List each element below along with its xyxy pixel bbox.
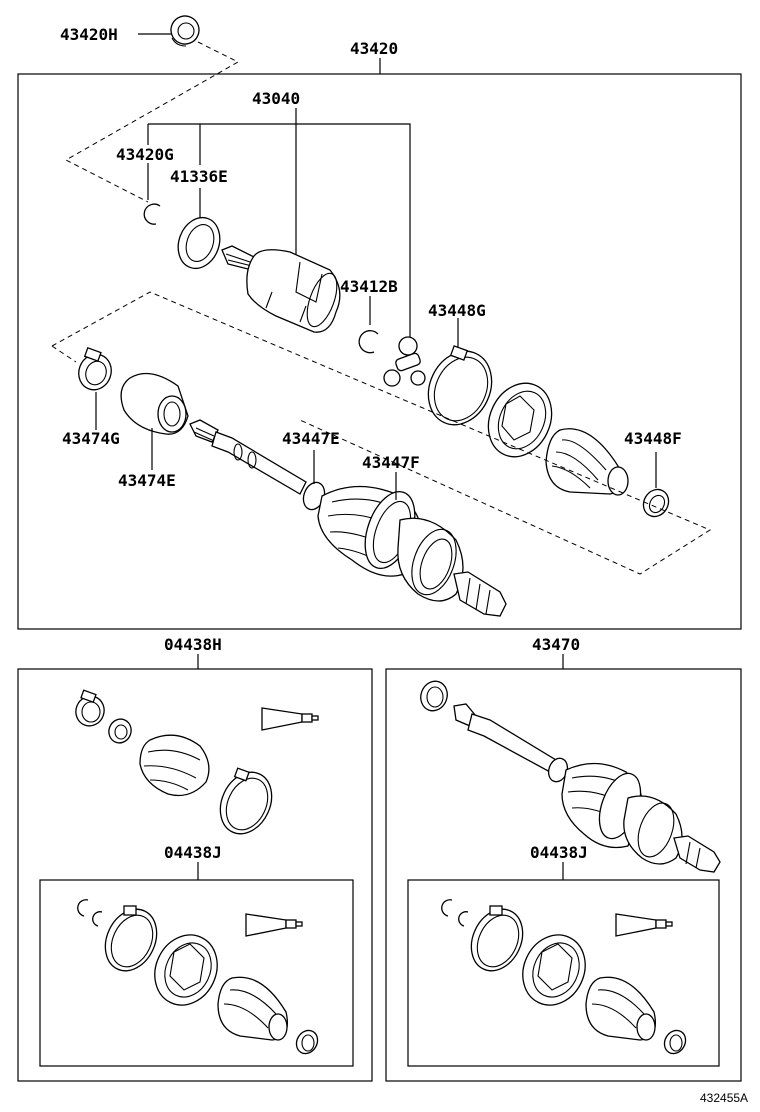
snap-ring-43412b[interactable] — [358, 330, 379, 354]
kit-h-clamp-large[interactable] — [72, 689, 109, 730]
assy-43470-shaft[interactable] — [417, 677, 721, 873]
reference-code: 432455A — [700, 1091, 748, 1105]
label-43474g: 43474G — [62, 429, 120, 448]
label-41336e: 41336E — [170, 167, 228, 186]
clamp-43448f[interactable] — [639, 485, 674, 521]
inner-cv-ring[interactable] — [477, 373, 563, 467]
kit-h-clamp-band[interactable] — [211, 764, 282, 842]
kit-jr-clamp-small[interactable] — [660, 1027, 689, 1058]
label-43448f: 43448F — [624, 429, 682, 448]
kit-jr-snap-rings[interactable] — [441, 899, 469, 927]
label-04438h: 04438H — [164, 635, 222, 654]
kit-h-boot[interactable] — [139, 734, 210, 797]
kit-jr-boot[interactable] — [585, 976, 657, 1041]
label-43420h: 43420H — [60, 25, 118, 44]
label-43412b: 43412B — [340, 277, 398, 296]
label-43448g: 43448G — [428, 301, 486, 320]
label-43040: 43040 — [252, 89, 300, 108]
boot-43474e[interactable] — [120, 372, 189, 435]
kit-jr-boot-ring[interactable] — [512, 925, 597, 1016]
label-43474e: 43474E — [118, 471, 176, 490]
label-43447e: 43447E — [282, 429, 340, 448]
kit-jl-boot[interactable] — [217, 976, 289, 1041]
boot-43448f[interactable] — [545, 428, 629, 496]
clamp-43448g[interactable] — [417, 341, 503, 435]
kit-04438j-left-box — [39, 879, 354, 1067]
leader-43040-bracket — [148, 123, 411, 340]
dashed-group-outer — [64, 41, 240, 203]
snap-ring-43420g[interactable] — [143, 203, 161, 225]
label-43447f: 43447F — [362, 453, 420, 472]
kit-jl-grease-tube[interactable] — [245, 913, 303, 937]
seal-ring-41336e[interactable] — [171, 212, 226, 275]
kit-jr-grease-tube[interactable] — [615, 913, 673, 937]
dashed-group-inner-tail — [51, 345, 77, 363]
oil-seal-43420h[interactable] — [167, 12, 203, 48]
dashed-group-inner — [51, 291, 712, 575]
tripod-spider[interactable] — [383, 336, 426, 387]
label-43420: 43420 — [350, 39, 398, 58]
kit-h-grease-tube[interactable] — [261, 707, 319, 731]
kit-jr-clamp-band[interactable] — [462, 901, 533, 979]
clamp-43474g[interactable] — [74, 347, 116, 395]
kit-jl-clamp-small[interactable] — [292, 1027, 321, 1058]
kit-jl-boot-ring[interactable] — [144, 925, 229, 1016]
drive-shaft[interactable] — [189, 419, 328, 513]
outer-cv-joint[interactable] — [317, 485, 507, 617]
label-43470: 43470 — [532, 635, 580, 654]
kit-04438h-box — [17, 668, 373, 1082]
kit-jl-snap-rings[interactable] — [77, 899, 103, 927]
label-04438j-left: 04438J — [164, 843, 222, 862]
label-43420g: 43420G — [116, 145, 174, 164]
label-04438j-right: 04438J — [530, 843, 588, 862]
kit-jl-clamp-band[interactable] — [96, 901, 167, 979]
kit-h-clamp-small[interactable] — [106, 716, 135, 746]
joint-housing-43040[interactable] — [221, 245, 343, 333]
